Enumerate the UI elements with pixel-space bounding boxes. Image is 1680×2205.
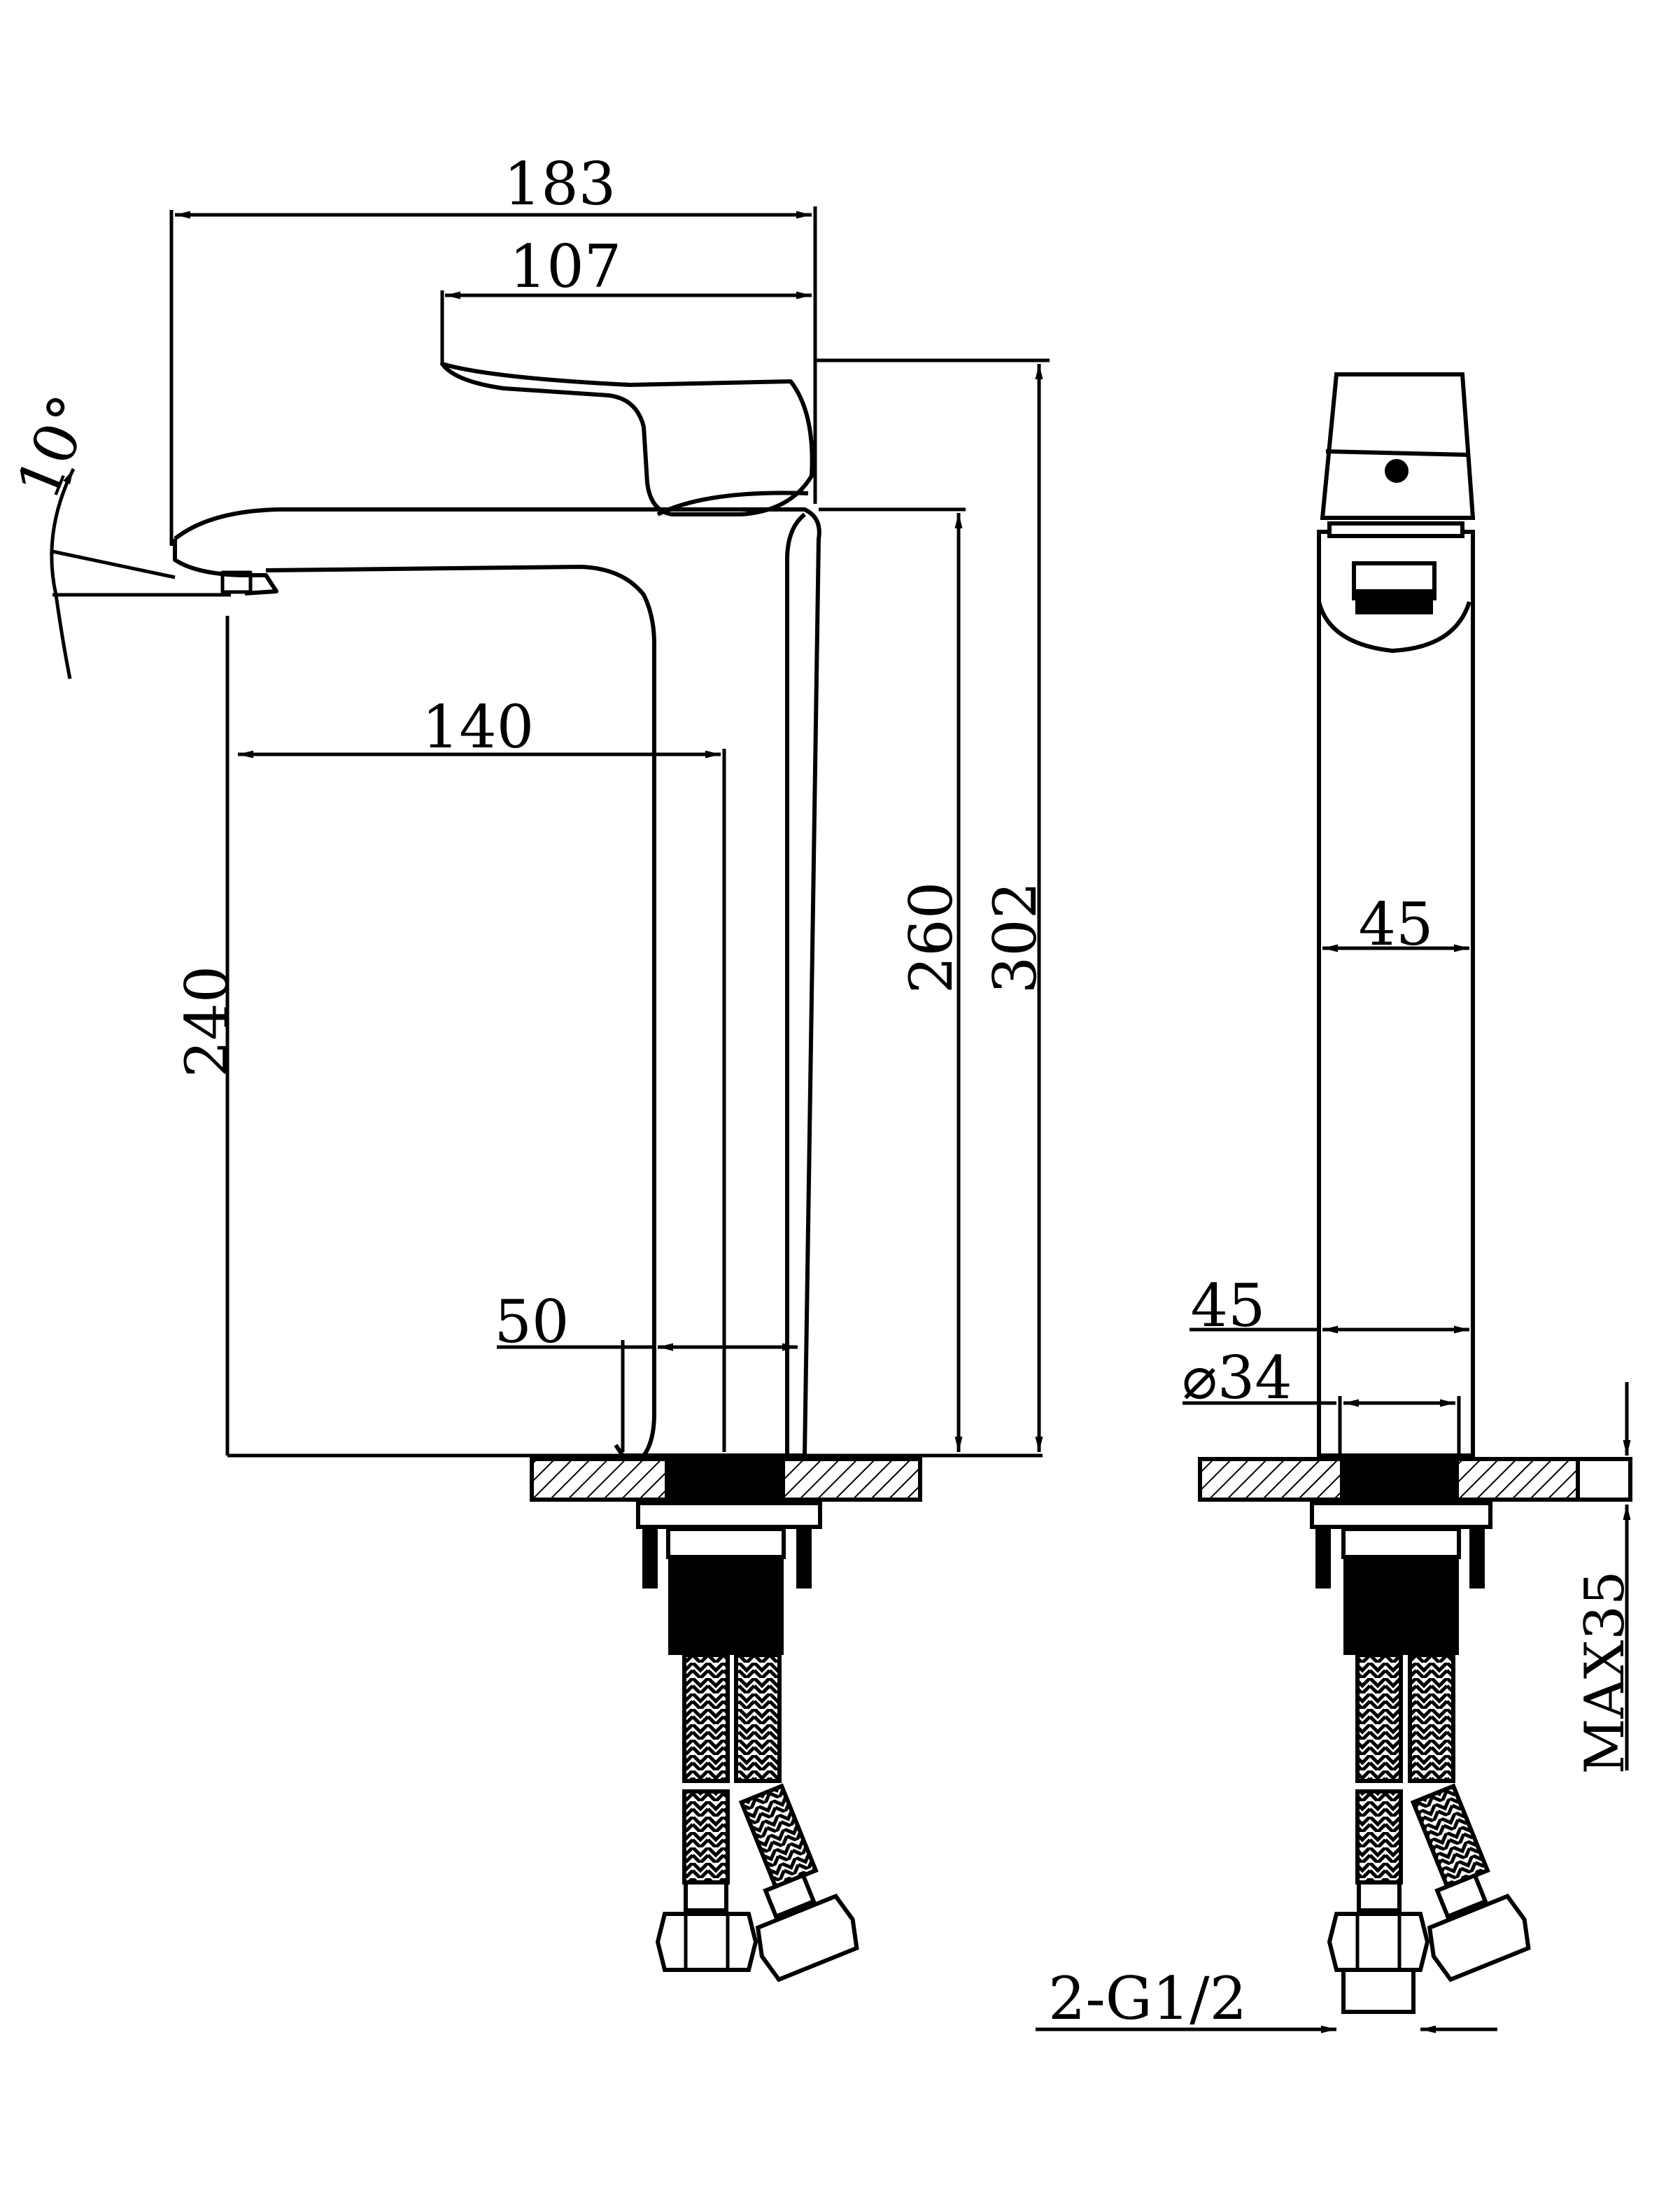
- dim-total-height: 302: [981, 882, 1050, 994]
- faucet-body-outline: [174, 507, 821, 1458]
- dim-shank-diameter: ⌀34: [1182, 1344, 1292, 1412]
- dim-angle: 10°: [3, 386, 106, 509]
- dim-body-height: 260: [897, 882, 966, 994]
- dim-connection: 2-G1/2: [1048, 1964, 1247, 2033]
- dim-handle-length: 107: [509, 232, 621, 301]
- front-deck: [530, 1456, 922, 1982]
- side-deck: [1198, 1456, 1632, 2014]
- dim-side-width-base: 45: [1191, 1271, 1266, 1340]
- side-handle: [1320, 372, 1476, 520]
- dim-spout-height: 240: [173, 966, 241, 1078]
- dim-side-width-top: 45: [1359, 890, 1434, 959]
- dim-max-deck: MAX35: [1574, 1571, 1637, 1775]
- dimension-lines: [50, 206, 1631, 2034]
- handle-lever: [440, 362, 814, 516]
- dim-base-offset: 50: [495, 1288, 570, 1356]
- dim-spout-reach: 140: [422, 693, 534, 761]
- dimension-labels: 183 107 140 240 260 302 50 10° 45 45 ⌀34…: [3, 150, 1637, 2033]
- side-view: [1317, 372, 1476, 1458]
- dim-overall-length: 183: [504, 150, 616, 218]
- front-view: [173, 362, 821, 1458]
